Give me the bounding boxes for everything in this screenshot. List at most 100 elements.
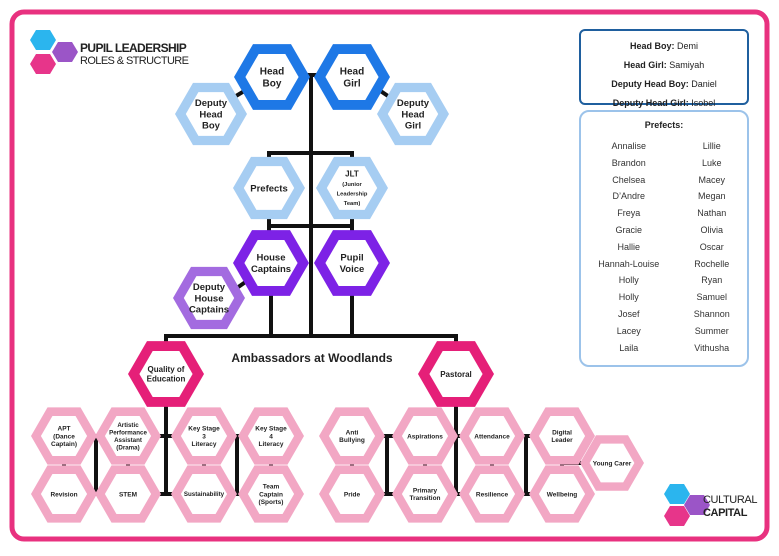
officer-name: Daniel — [691, 79, 717, 89]
logo-hexagon-cyan — [30, 30, 56, 50]
prefect-name: Laila — [619, 342, 639, 353]
footer-logo-line2: CAPITAL — [703, 507, 748, 519]
node-label: Pastoral — [440, 370, 472, 379]
node-label: Key Stage — [188, 425, 220, 432]
prefect-name: Lillie — [702, 141, 721, 151]
node-wellbeing: Wellbeing — [529, 465, 595, 523]
logo-hexagon-purple — [684, 495, 710, 515]
node-label: Aspirations — [407, 433, 443, 440]
logo-hexagon-pink — [30, 54, 56, 74]
officer-name: Samiyah — [669, 60, 705, 70]
node-label: Girl — [343, 79, 360, 90]
node-label: Voice — [340, 264, 365, 275]
prefect-name: Summer — [694, 325, 729, 336]
node-label: Head — [199, 109, 222, 120]
hexagon-inner — [247, 473, 295, 515]
node-revision: Revision — [31, 465, 97, 523]
prefect-name: Ryan — [701, 275, 723, 286]
node-label: Digital — [552, 429, 572, 436]
node-label: Captain) — [51, 441, 77, 448]
prefect-name: Lacey — [616, 325, 641, 336]
node-label: Education — [147, 375, 186, 384]
hexagon-inner — [325, 239, 379, 287]
node-label: Bullying — [339, 437, 365, 444]
ambassadors-label: Ambassadors at Woodlands — [231, 351, 392, 365]
node-label: Pupil — [340, 253, 363, 264]
node-label: Wellbeing — [547, 491, 578, 498]
node-label: Prefects — [250, 183, 288, 194]
prefect-name: Rochelle — [694, 258, 730, 269]
node-label: 4 — [269, 433, 273, 440]
node-label: Resilience — [476, 491, 509, 498]
officer-head-girl: Head Girl: Samiyah — [589, 56, 739, 75]
prefects-title: Prefects: — [644, 120, 684, 130]
officer-role: Deputy Head Boy: — [611, 79, 689, 89]
officer-head-boy: Head Boy: Demi — [589, 37, 739, 56]
node-label: 3 — [202, 433, 206, 440]
hexagon-inner — [589, 443, 635, 483]
prefect-name: Josef — [617, 308, 640, 319]
prefect-name: Freya — [617, 208, 641, 219]
hexagon-inner — [139, 350, 193, 398]
footer-logo-line1: CULTURAL — [703, 494, 757, 506]
node-label: Team) — [344, 201, 361, 207]
node-label: Transition — [409, 495, 440, 502]
node-label: Sustainability — [184, 491, 225, 498]
node-label: Boy — [202, 121, 221, 132]
node-label: Revision — [50, 491, 77, 498]
footer-logo: CULTURAL CAPITAL — [664, 484, 758, 526]
prefect-name: Vithusha — [694, 342, 730, 353]
hexagon-inner — [325, 53, 379, 101]
node-attendance: Attendance — [459, 407, 525, 465]
officer-deputy-head-boy: Deputy Head Boy: Daniel — [589, 75, 739, 94]
hexagon-inner — [180, 415, 228, 457]
hexagon-inner — [328, 473, 376, 515]
prefect-name: D’Andre — [612, 191, 645, 202]
node-label: Leadership — [337, 192, 368, 198]
node-label: APT — [58, 425, 71, 432]
node-sustainability: Sustainability — [171, 465, 237, 523]
prefect-name: Hallie — [617, 241, 640, 252]
node-label: Deputy — [195, 98, 228, 109]
hexagon-inner — [180, 473, 228, 515]
hexagon-inner — [326, 166, 378, 210]
hexagon-inner — [245, 53, 299, 101]
prefect-name: Annalise — [611, 141, 646, 151]
hexagon-inner — [468, 473, 516, 515]
node-label: (Drama) — [116, 444, 139, 451]
node-label: Head — [260, 67, 284, 78]
hexagon-inner — [538, 415, 586, 457]
prefect-name: Macey — [698, 174, 725, 185]
prefect-name: Holly — [618, 292, 639, 303]
officer-role: Head Girl: — [623, 60, 667, 70]
prefect-name: Holly — [618, 275, 639, 286]
node-label: Head — [401, 109, 424, 120]
node-label: Captains — [251, 264, 291, 275]
prefect-name: Megan — [697, 191, 726, 202]
node-stem: STEM — [95, 465, 161, 523]
node-label: (Junior — [342, 182, 362, 188]
prefect-name: Olivia — [700, 224, 723, 235]
hexagon-inner — [104, 415, 152, 457]
prefect-name: Nathan — [697, 208, 727, 219]
node-label: Key Stage — [255, 425, 287, 432]
node-label: Captain — [259, 491, 283, 498]
hexagon-inner — [40, 473, 88, 515]
hexagon-inner — [538, 473, 586, 515]
prefect-name: Hannah-Louise — [598, 258, 660, 269]
node-label: Primary — [413, 487, 438, 494]
